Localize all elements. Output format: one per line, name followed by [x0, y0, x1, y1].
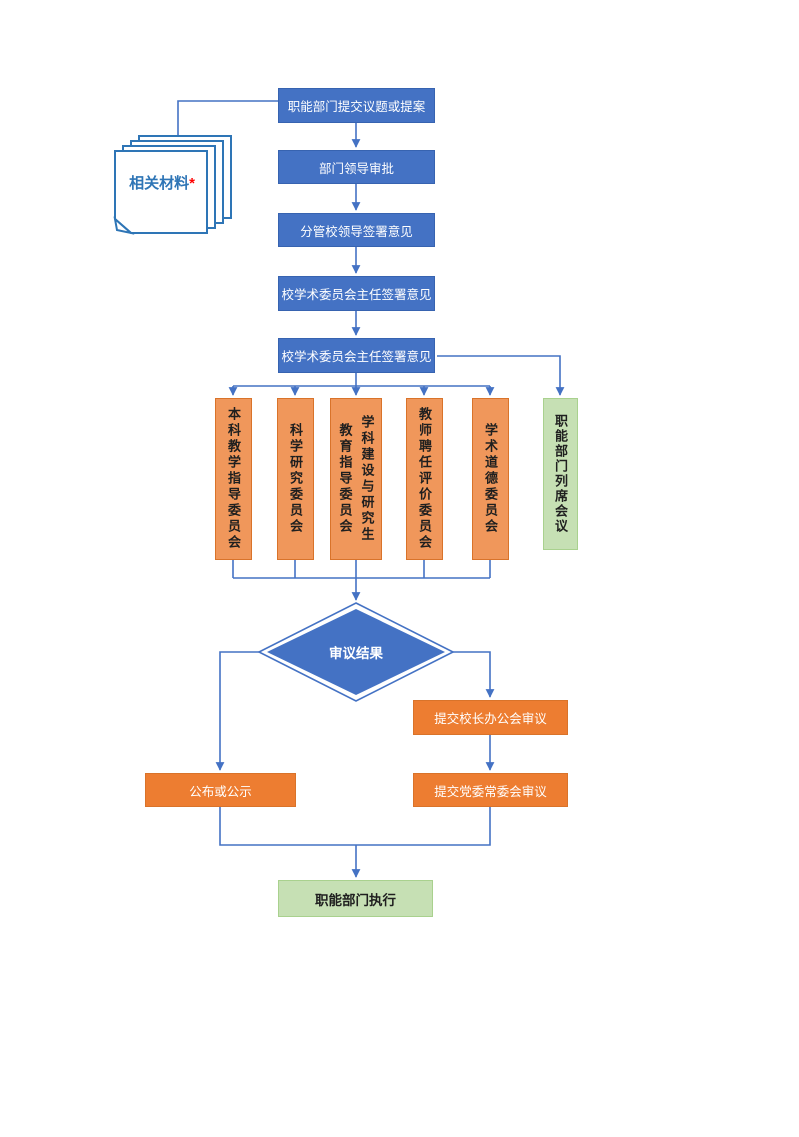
node-president-office-review: 提交校长办公会审议 — [413, 700, 568, 735]
committee-label-column-left: 教育指导委员会 — [337, 423, 353, 535]
node-committee-teacher-appointment-evaluation: 教师聘任评价委员会 — [406, 398, 443, 560]
node-committee-scientific-research: 科学研究委员会 — [277, 398, 314, 560]
node-execute: 职能部门执行 — [278, 880, 433, 917]
node-academic-committee-director-sign-1: 校学术委员会主任签署意见 — [278, 276, 435, 311]
plain-connectors — [177, 100, 491, 846]
committee-label-column-right: 学科建设与研究生 — [359, 415, 375, 543]
arrow-connectors — [215, 123, 565, 878]
related-materials-label: 相关材料* — [115, 172, 209, 193]
required-asterisk: * — [189, 175, 195, 192]
node-committee-academic-ethics: 学术道德委员会 — [472, 398, 509, 560]
documents-stack-icon — [113, 135, 232, 235]
node-publish-announce: 公布或公示 — [145, 773, 296, 807]
node-department-leader-approval: 部门领导审批 — [278, 150, 435, 184]
node-vice-president-sign-opinion: 分管校领导签署意见 — [278, 213, 435, 247]
committee-label: 科学研究委员会 — [288, 423, 303, 535]
related-materials-text: 相关材料 — [129, 175, 190, 192]
node-submit-proposal: 职能部门提交议题或提案 — [278, 88, 435, 123]
node-observer-attendance: 职能部门列席会议 — [543, 398, 578, 550]
observer-label: 职能部门列席会议 — [553, 414, 568, 534]
node-party-committee-review: 提交党委常委会审议 — [413, 773, 568, 807]
node-committee-discipline-graduate-education: 学科建设与研究生 教育指导委员会 — [330, 398, 382, 560]
node-academic-committee-director-sign-2: 校学术委员会主任签署意见 — [278, 338, 435, 373]
node-committee-undergraduate-teaching: 本科教学指导委员会 — [215, 398, 252, 560]
committee-label: 教师聘任评价委员会 — [417, 407, 432, 551]
committee-label: 学术道德委员会 — [483, 423, 498, 535]
committee-label: 本科教学指导委员会 — [226, 407, 241, 551]
decision-diamond — [257, 602, 455, 702]
